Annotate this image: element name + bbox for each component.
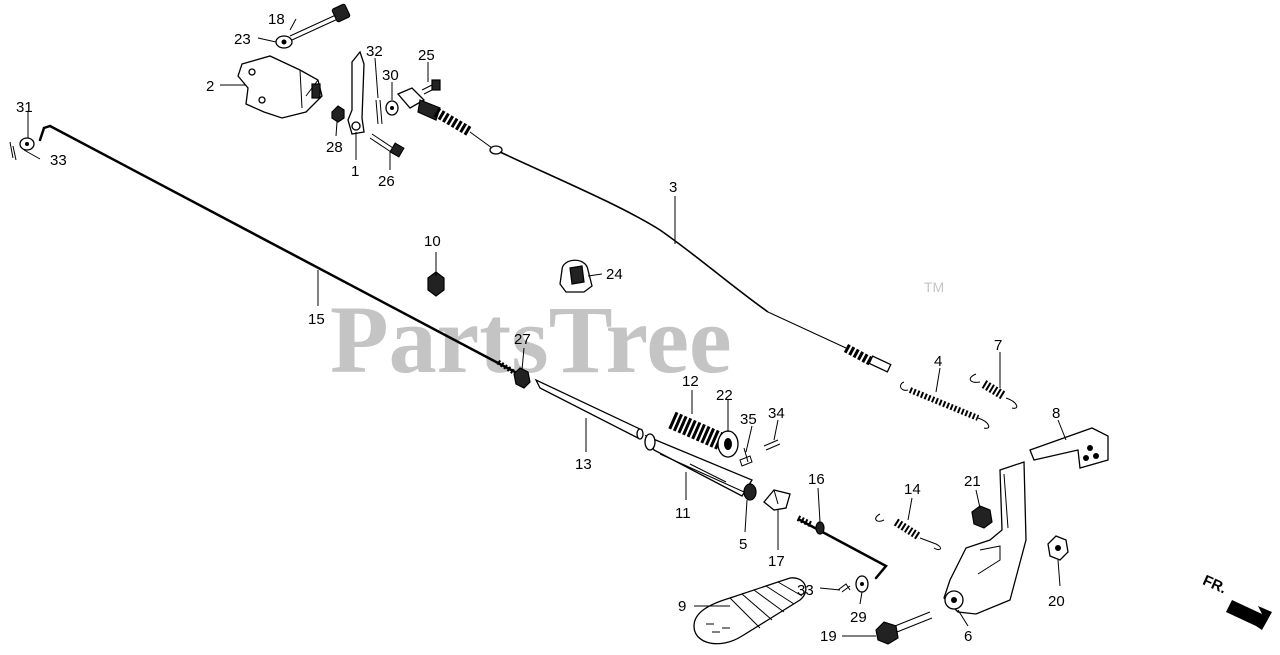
- callout-30: 30: [382, 67, 399, 84]
- part-14-spring: [875, 513, 941, 551]
- callout-33-left: 33: [50, 152, 67, 169]
- callout-16: 16: [808, 471, 825, 488]
- part-29-washer: [855, 575, 869, 593]
- part-2-bracket: [237, 55, 323, 119]
- part-4-spring: [900, 381, 990, 429]
- part-34-pin: [763, 439, 781, 451]
- callout-34: 34: [768, 405, 785, 422]
- part-21-nut: [971, 505, 993, 529]
- part-33-cotter-pin-bottom: [837, 583, 851, 593]
- part-11-sleeve: [644, 433, 753, 497]
- leader-lines: [23, 18, 1067, 637]
- part-13-shaft: [534, 378, 644, 440]
- direction-label: FR.: [1200, 572, 1229, 597]
- part-17-clip: [763, 489, 791, 511]
- part-9-pedal-rubber: [693, 577, 807, 645]
- part-7-spring: [969, 373, 1018, 409]
- callout-2: 2: [206, 78, 214, 95]
- callout-29: 29: [850, 609, 867, 626]
- part-28-nut: [331, 105, 345, 123]
- part-15-rod: [38, 124, 517, 376]
- callout-7: 7: [994, 337, 1002, 354]
- callout-20: 20: [1048, 593, 1065, 610]
- part-25-bolt: [421, 79, 441, 95]
- part-26-bolt: [369, 133, 405, 158]
- part-23-washer: [275, 35, 293, 49]
- callout-25: 25: [418, 47, 435, 64]
- part-35-pin: [739, 447, 753, 467]
- callout-33-bottom: 33: [797, 582, 814, 599]
- callout-1: 1: [351, 163, 359, 180]
- callout-18: 18: [268, 11, 285, 28]
- callout-17: 17: [768, 553, 785, 570]
- part-19-bolt: [875, 611, 933, 645]
- part-18-bolt: [289, 3, 351, 41]
- part-22-washer: [717, 430, 739, 458]
- watermark-trademark: TM: [924, 279, 944, 295]
- part-8-bracket: [1029, 427, 1109, 469]
- callout-27: 27: [514, 331, 531, 348]
- callout-9: 9: [678, 598, 686, 615]
- part-31-washer: [19, 137, 35, 151]
- part-12-spring: [668, 411, 726, 451]
- callout-21: 21: [964, 473, 981, 490]
- callout-23: 23: [234, 31, 251, 48]
- part-16-rod: [796, 515, 888, 580]
- callout-13: 13: [575, 456, 592, 473]
- part-6-pedal-arm: [943, 461, 1027, 615]
- part-33-cotter-pin-left: [9, 141, 17, 161]
- callout-10: 10: [424, 233, 441, 250]
- callout-22: 22: [716, 387, 733, 404]
- callout-6: 6: [964, 628, 972, 645]
- callout-5: 5: [739, 536, 747, 553]
- callout-8: 8: [1052, 405, 1060, 422]
- part-27-nut: [513, 367, 531, 389]
- callout-4: 4: [934, 353, 942, 370]
- callout-28: 28: [326, 139, 343, 156]
- callout-11: 11: [675, 505, 691, 522]
- callout-labels: 18 23 2 31 33 32 30 25 28 1 26 3 10 24 1…: [16, 11, 1065, 645]
- callout-12: 12: [682, 373, 699, 390]
- part-1-lever: [347, 50, 365, 135]
- callout-19: 19: [820, 628, 837, 645]
- part-24-clip: [559, 259, 593, 293]
- part-3-cable: [396, 87, 892, 373]
- callout-35: 35: [740, 411, 757, 428]
- front-direction-arrow: FR.: [1200, 572, 1272, 630]
- callout-14: 14: [904, 481, 921, 498]
- callout-31: 31: [16, 99, 33, 116]
- part-20-nut: [1047, 535, 1069, 561]
- watermark-text: PartsTree: [330, 286, 732, 393]
- callout-15: 15: [308, 311, 325, 328]
- callout-3: 3: [669, 179, 677, 196]
- callout-26: 26: [378, 173, 395, 190]
- callout-24: 24: [606, 266, 623, 283]
- callout-32: 32: [366, 43, 383, 60]
- part-5-washer: [743, 483, 757, 501]
- part-30-washer: [385, 100, 399, 116]
- part-32-spring-pin: [375, 99, 383, 125]
